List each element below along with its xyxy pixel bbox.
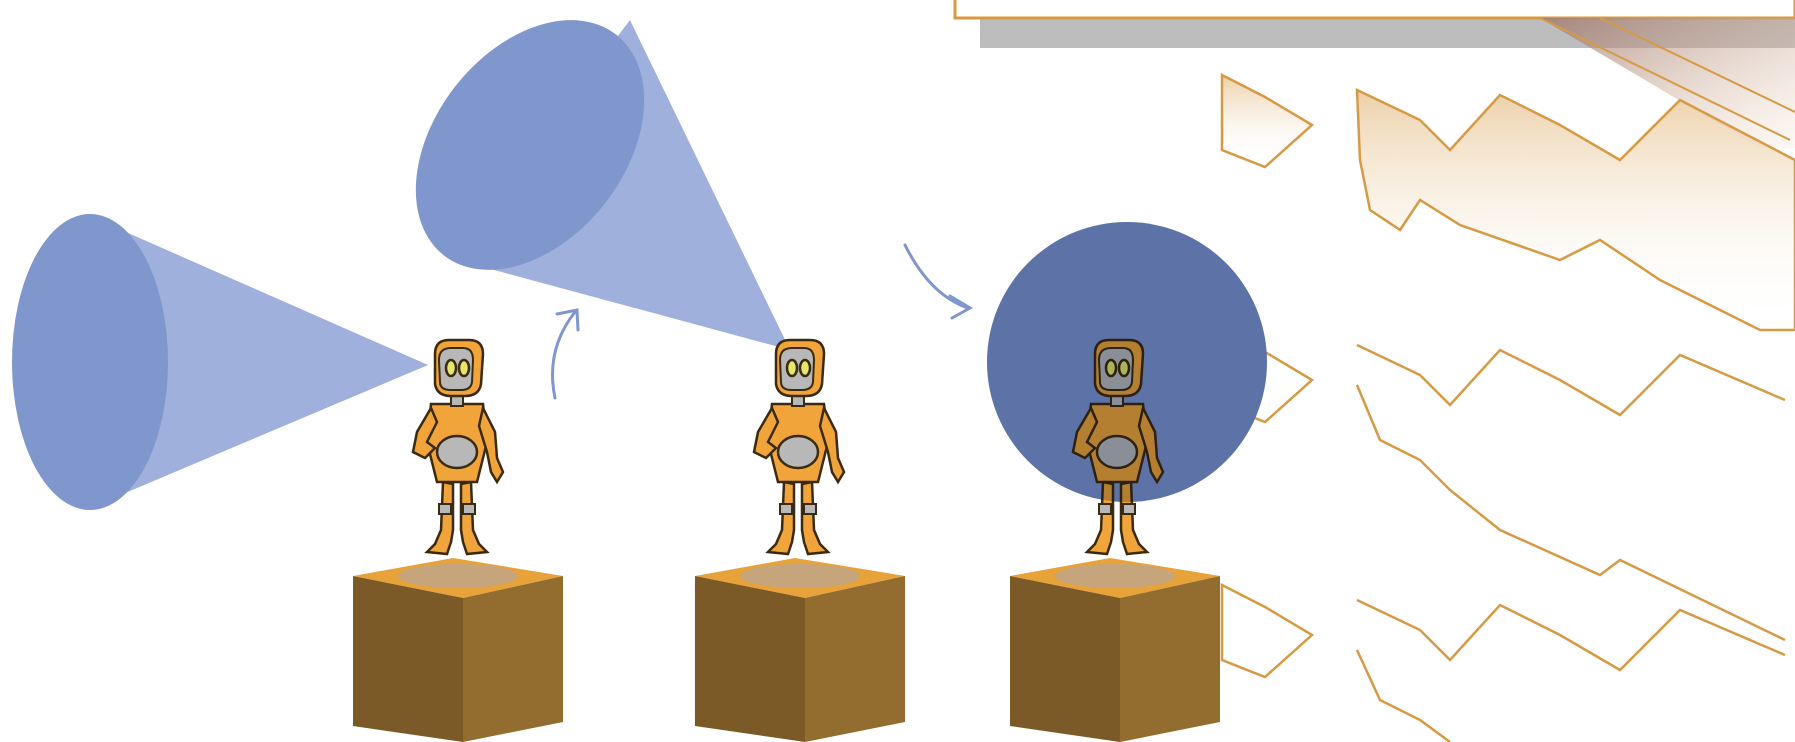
- cone-field-of-view-left: [12, 214, 428, 510]
- hex-row-3: [1220, 582, 1786, 742]
- pedestal-2: [695, 558, 905, 742]
- corner-stripe: [1540, 18, 1795, 148]
- rotate-arrow: [551, 308, 580, 400]
- robot-3: [987, 222, 1267, 556]
- hex-row-1: [1220, 72, 1795, 332]
- panel-frame: [953, 0, 1795, 20]
- expand-arrow: [903, 243, 973, 320]
- hex-row-2: [1220, 327, 1786, 642]
- robot-1: [411, 338, 505, 556]
- cone-field-of-view-tilted: [415, 20, 790, 350]
- pedestal-1: [353, 558, 563, 742]
- pedestal-3: [1010, 558, 1220, 742]
- decorative-panel: [953, 0, 1795, 742]
- robot-2: [752, 338, 846, 556]
